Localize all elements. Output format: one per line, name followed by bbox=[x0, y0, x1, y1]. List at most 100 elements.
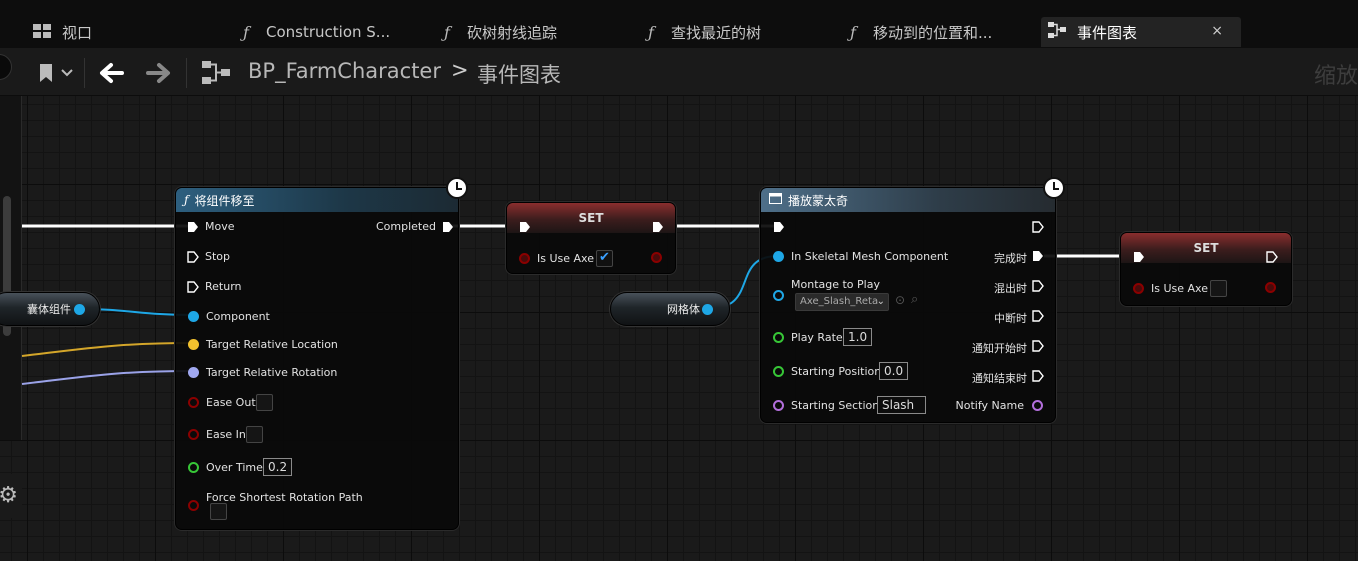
on-notify-end-pin[interactable] bbox=[1032, 370, 1044, 382]
ease-out-checkbox[interactable] bbox=[256, 394, 273, 411]
is-use-axe-pin[interactable]: Is Use Axe bbox=[519, 252, 594, 265]
function-icon: ƒ bbox=[850, 22, 856, 42]
toolbar-divider bbox=[84, 58, 85, 88]
bool-output-pin[interactable] bbox=[651, 252, 662, 263]
exec-in-pin[interactable] bbox=[1133, 251, 1145, 263]
scrollbar[interactable] bbox=[3, 196, 11, 336]
exec-out-pin[interactable] bbox=[1032, 221, 1044, 233]
graph-toolbar: BP_FarmCharacter > 事件图表 缩放 bbox=[0, 48, 1358, 96]
notify-name-pin[interactable] bbox=[1032, 400, 1043, 411]
ease-in-pin[interactable]: Ease In bbox=[188, 428, 246, 441]
set-node-header: SET bbox=[507, 203, 675, 233]
exec-out-pin[interactable] bbox=[1266, 251, 1278, 263]
starting-position-pin[interactable]: Starting Position bbox=[773, 365, 881, 378]
on-notify-begin-pin[interactable] bbox=[1032, 340, 1044, 352]
function-icon: ƒ bbox=[648, 22, 654, 42]
on-blend-out-label: 混出时 bbox=[994, 282, 1027, 295]
tab-label: 移动到的位置和... bbox=[873, 23, 993, 42]
ease-in-checkbox[interactable] bbox=[246, 426, 263, 443]
target-location-pin[interactable]: Target Relative Location bbox=[188, 338, 338, 351]
on-blend-out-pin[interactable] bbox=[1032, 280, 1044, 292]
force-shortest-pin[interactable] bbox=[188, 500, 199, 511]
set-node-1[interactable]: SET Is Use Axe ✔ bbox=[506, 202, 676, 274]
move-exec-pin[interactable]: Move bbox=[187, 220, 235, 233]
is-use-axe-pin[interactable]: Is Use Axe bbox=[1133, 282, 1208, 295]
tab-construction-script[interactable]: ƒ Construction S... bbox=[236, 17, 421, 47]
object-output-pin[interactable] bbox=[702, 304, 713, 315]
breadcrumb-graph[interactable]: 事件图表 bbox=[477, 63, 561, 87]
montage-pin[interactable] bbox=[773, 290, 784, 301]
stop-exec-pin[interactable]: Stop bbox=[187, 250, 230, 263]
montage-to-play-label: Montage to Play bbox=[791, 278, 880, 291]
montage-icon bbox=[769, 193, 782, 207]
on-notify-end-label: 通知结束时 bbox=[972, 372, 1027, 385]
tab-label: Construction S... bbox=[266, 23, 391, 41]
completed-exec-pin[interactable]: Completed bbox=[376, 220, 454, 233]
latent-clock-icon bbox=[1043, 177, 1065, 199]
return-exec-pin[interactable]: Return bbox=[187, 280, 242, 293]
browse-arrow-icon[interactable]: ⊙ bbox=[895, 293, 906, 307]
forward-arrow-icon[interactable] bbox=[146, 62, 172, 88]
node-title: SET bbox=[578, 211, 604, 225]
play-rate-input[interactable]: 1.0 bbox=[843, 328, 873, 346]
move-component-to-node[interactable]: ƒ 将组件移至 Move Stop Return Completed Compo… bbox=[175, 177, 468, 530]
chevron-down-icon: ⌄ bbox=[876, 296, 885, 307]
is-use-axe-checkbox[interactable]: ✔ bbox=[596, 250, 613, 267]
exec-out-pin[interactable] bbox=[652, 221, 664, 233]
node-header: 播放蒙太奇 bbox=[761, 188, 1055, 212]
force-shortest-label: Force Shortest Rotation Path bbox=[206, 491, 363, 504]
play-montage-node[interactable]: 播放蒙太奇 In Skeletal Mesh Component Montage… bbox=[760, 177, 1065, 423]
event-graph-icon bbox=[1047, 22, 1067, 42]
close-icon[interactable]: × bbox=[1211, 23, 1223, 39]
gear-icon[interactable]: ⚙ bbox=[0, 474, 22, 518]
on-notify-begin-label: 通知开始时 bbox=[972, 342, 1027, 355]
bookmark-icon[interactable] bbox=[38, 64, 74, 86]
rotator-wire bbox=[21, 370, 194, 385]
tab-find-nearest-tree[interactable]: ƒ 查找最近的树 bbox=[641, 17, 826, 47]
zoom-label: 缩放 bbox=[1313, 64, 1358, 89]
on-interrupted-pin[interactable] bbox=[1032, 310, 1044, 322]
latent-clock-icon bbox=[446, 177, 468, 199]
breadcrumb-separator: > bbox=[451, 58, 469, 82]
montage-dropdown[interactable]: Axe_Slash_Reta ⌄ bbox=[795, 293, 889, 311]
over-time-pin[interactable]: Over Time bbox=[188, 461, 263, 474]
object-output-pin[interactable] bbox=[74, 304, 85, 315]
on-completed-pin[interactable] bbox=[1032, 250, 1044, 262]
function-icon: ƒ bbox=[444, 22, 450, 42]
component-pin[interactable]: Component bbox=[188, 310, 270, 323]
breadcrumb-blueprint[interactable]: BP_FarmCharacter bbox=[248, 59, 441, 83]
node-header: ƒ 将组件移至 bbox=[176, 188, 458, 212]
vector-wire bbox=[21, 342, 194, 357]
in-skeletal-mesh-pin[interactable]: In Skeletal Mesh Component bbox=[773, 250, 948, 263]
force-shortest-checkbox[interactable] bbox=[210, 503, 227, 520]
toolbar-divider bbox=[186, 58, 187, 88]
bool-output-pin[interactable] bbox=[1265, 282, 1276, 293]
tab-chop-trace[interactable]: ƒ 砍树射线追踪 bbox=[437, 17, 622, 47]
function-icon: ƒ bbox=[243, 22, 249, 42]
target-rotation-pin[interactable]: Target Relative Rotation bbox=[188, 366, 337, 379]
starting-section-pin[interactable]: Starting Section bbox=[773, 399, 879, 412]
back-arrow-icon[interactable] bbox=[98, 62, 124, 88]
exec-in-pin[interactable] bbox=[773, 221, 785, 233]
tab-label: 砍树射线追踪 bbox=[467, 23, 558, 42]
tab-move-to-location[interactable]: ƒ 移动到的位置和... bbox=[843, 17, 1028, 47]
capsule-variable-node[interactable]: 囊体组件 bbox=[0, 292, 100, 326]
notify-name-label: Notify Name bbox=[955, 399, 1024, 412]
on-completed-label: 完成时 bbox=[994, 252, 1027, 265]
starting-section-input[interactable]: Slash bbox=[877, 396, 926, 414]
tab-event-graph[interactable]: 事件图表 × bbox=[1041, 17, 1241, 47]
tab-viewport[interactable]: 视口 bbox=[32, 17, 212, 47]
search-icon[interactable]: ⌕ bbox=[911, 292, 919, 307]
node-title: 将组件移至 bbox=[194, 193, 255, 208]
play-rate-pin[interactable]: Play Rate bbox=[773, 331, 843, 344]
is-use-axe-checkbox[interactable] bbox=[1210, 280, 1227, 297]
ease-out-pin[interactable]: Ease Out bbox=[188, 396, 256, 409]
over-time-input[interactable]: 0.2 bbox=[263, 458, 293, 476]
tab-bar: 视口 ƒ Construction S... ƒ 砍树射线追踪 ƒ 查找最近的树… bbox=[0, 0, 1358, 48]
mesh-variable-node[interactable]: 网格体 bbox=[610, 292, 730, 326]
set-node-2[interactable]: SET Is Use Axe bbox=[1120, 232, 1292, 306]
exec-in-pin[interactable] bbox=[519, 221, 531, 233]
starting-position-input[interactable]: 0.0 bbox=[879, 362, 909, 380]
node-title: SET bbox=[1193, 241, 1219, 255]
